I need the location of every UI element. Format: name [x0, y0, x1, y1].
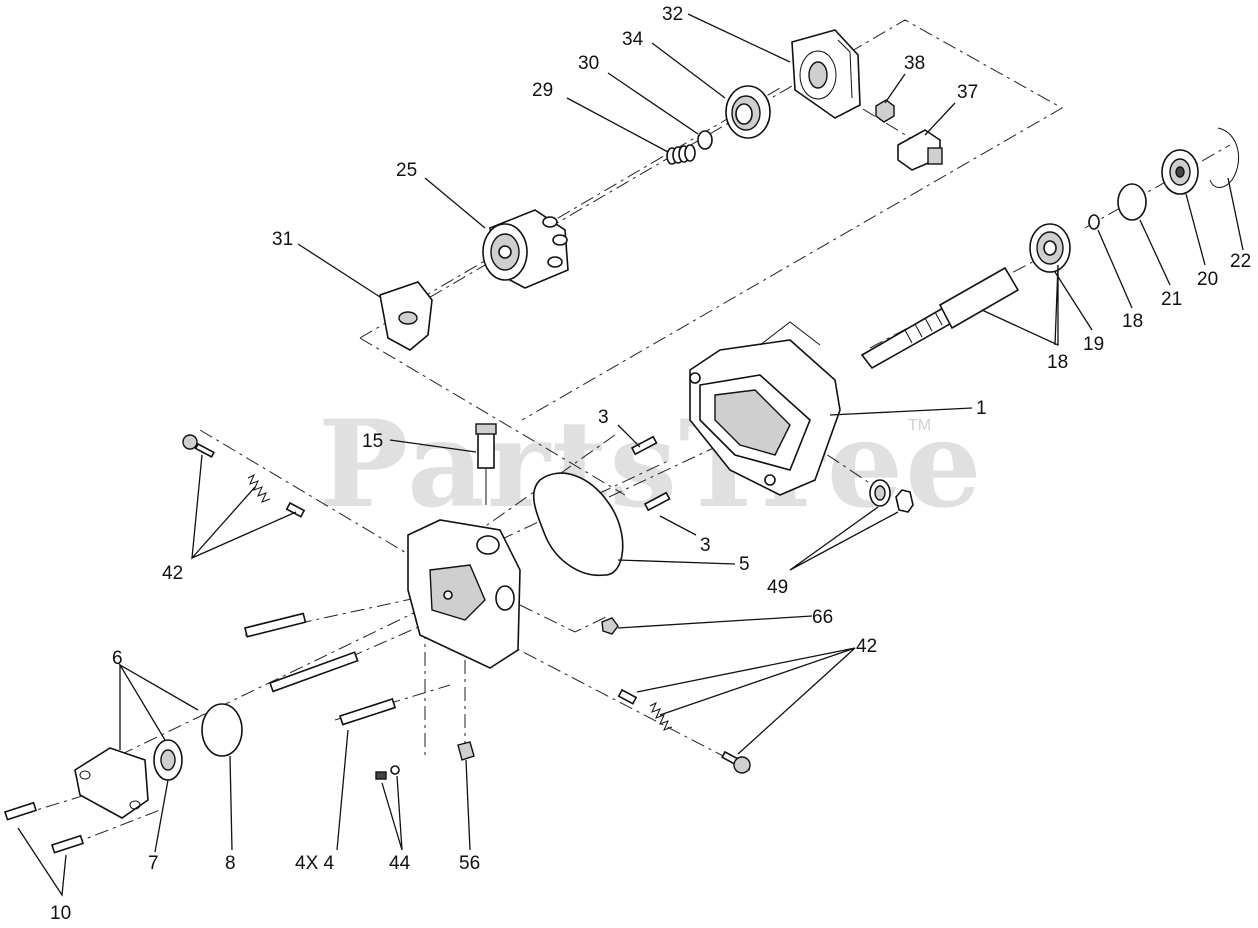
part-15-valve — [475, 423, 497, 505]
callout-42-upper: 42 — [162, 563, 183, 584]
callout-49: 49 — [767, 577, 788, 598]
part-30-ring — [697, 130, 713, 150]
callout-4x-4: 4X 4 — [295, 853, 335, 874]
part-3-dowel-pin-lower — [643, 491, 671, 512]
part-18-input-shaft — [860, 266, 1020, 370]
part-34-seal — [725, 85, 771, 139]
callout-22: 22 — [1230, 251, 1251, 272]
callout-21: 21 — [1161, 289, 1182, 310]
part-38-block — [875, 99, 895, 123]
callout-7: 7 — [148, 853, 159, 874]
callout-34: 34 — [622, 29, 644, 50]
part-29-spring — [666, 144, 696, 165]
callout-3-lower: 3 — [700, 535, 711, 556]
callout-37: 37 — [957, 82, 978, 103]
callout-66: 66 — [812, 607, 833, 628]
callout-6: 6 — [112, 648, 123, 669]
callout-labels: 32 34 30 29 38 37 25 31 22 20 21 18 19 1… — [50, 4, 1251, 924]
part-49-seal — [869, 479, 914, 513]
callout-42-lower: 42 — [856, 636, 877, 657]
part-32-end-cap — [791, 29, 861, 119]
callout-18-ring: 18 — [1122, 311, 1143, 332]
part-25-rotating-group — [482, 209, 569, 289]
part-10-screws — [3, 801, 85, 854]
callout-30: 30 — [578, 53, 599, 74]
watermark-tm: TM — [908, 417, 931, 434]
part-37-trunnion — [897, 129, 943, 171]
callout-32: 32 — [662, 4, 683, 25]
callout-10: 10 — [50, 903, 71, 924]
part-7-gerotor — [153, 739, 183, 781]
callout-56: 56 — [459, 853, 480, 874]
part-6-cover — [74, 747, 149, 819]
callout-38: 38 — [904, 53, 925, 74]
part-20-seal — [1161, 149, 1199, 195]
leader-lines — [17, 13, 1244, 897]
part-5-gasket — [532, 472, 624, 577]
part-42-lower-relief — [617, 688, 751, 774]
part-44-check-ball — [375, 765, 400, 780]
part-18-ring — [1088, 214, 1100, 230]
part-31-swashplate — [379, 281, 433, 351]
part-3-dowel-pin-upper — [630, 435, 658, 456]
callout-29: 29 — [532, 80, 553, 101]
part-42-upper-relief — [182, 434, 306, 518]
part-8-o-ring — [201, 703, 243, 757]
center-section — [407, 519, 521, 669]
part-19-bearing — [1029, 223, 1071, 273]
part-21-washer — [1117, 183, 1147, 221]
callout-18-shaft: 18 — [1047, 352, 1068, 373]
callout-31: 31 — [272, 229, 293, 250]
part-1-housing — [689, 321, 841, 496]
callout-19: 19 — [1083, 334, 1104, 355]
callout-3-upper: 3 — [598, 407, 609, 428]
callout-15: 15 — [362, 431, 383, 452]
callout-44: 44 — [389, 853, 411, 874]
callout-5: 5 — [739, 554, 750, 575]
part-66-plug — [601, 617, 619, 635]
callout-1: 1 — [976, 398, 987, 419]
callout-20: 20 — [1197, 269, 1218, 290]
callout-25: 25 — [396, 160, 417, 181]
part-22-snap-ring — [1209, 127, 1240, 188]
callout-8: 8 — [225, 853, 236, 874]
watermark-text: PartsTree — [318, 394, 983, 535]
bolts-4 — [244, 612, 397, 726]
part-56-fitting — [457, 741, 475, 761]
